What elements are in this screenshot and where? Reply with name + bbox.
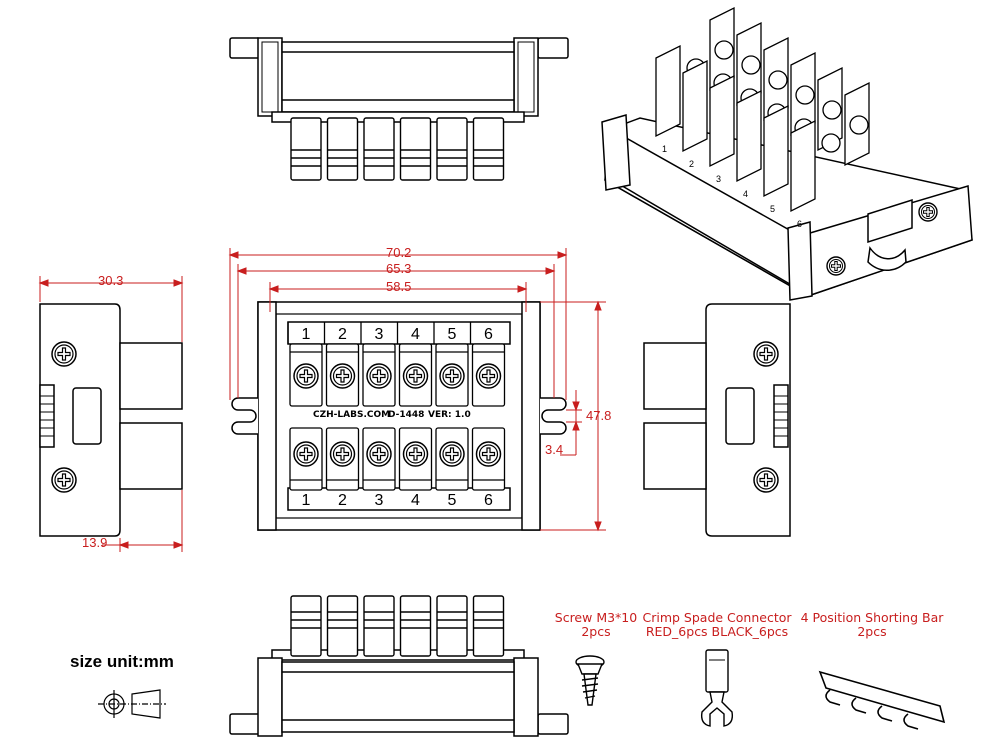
front-terminal: 11 — [287, 322, 323, 509]
isometric-fin: 2 — [682, 21, 762, 169]
shorting-bar-qty: 2pcs — [857, 624, 887, 639]
shorting-bar-name: 4 Position Shorting Bar — [800, 610, 944, 625]
board-version-text: VER: 1.0 — [428, 410, 471, 420]
bottom-fin — [399, 595, 432, 657]
shorting-bar-drawing — [818, 670, 946, 730]
front-top-position-number: 4 — [411, 326, 420, 343]
top-fin — [326, 117, 359, 181]
board-brand-text: CZH-LABS.COM — [313, 410, 391, 420]
front-bottom-position-number: 5 — [448, 492, 457, 509]
projection-symbol — [98, 689, 166, 719]
front-bottom-position-number: 3 — [375, 492, 384, 509]
top-fin — [290, 117, 322, 181]
bottom-fin — [326, 595, 359, 657]
bottom-fin — [436, 595, 468, 657]
unit-note: size unit:mm — [70, 652, 174, 671]
isometric-position-number: 1 — [662, 144, 667, 154]
spade-connector-qty: RED_6pcs BLACK_6pcs — [645, 624, 789, 639]
top-view — [229, 37, 569, 123]
isometric-position-number: 3 — [716, 174, 721, 184]
top-fin — [472, 117, 505, 181]
front-bottom-position-number: 4 — [411, 492, 420, 509]
spade-connector-caption: Crimp Spade Connector RED_6pcs BLACK_6pc… — [632, 611, 802, 639]
front-bottom-position-number: 6 — [484, 492, 493, 509]
dimension-13-9: 13.9 — [82, 535, 108, 550]
dimension-3-4: 3.4 — [545, 442, 564, 457]
dimension-65-3: 65.3 — [386, 261, 412, 276]
screw-caption: Screw M3*10 2pcs — [536, 611, 656, 639]
spade-connector-drawing — [700, 649, 734, 727]
spade-connector-name: Crimp Spade Connector — [642, 610, 792, 625]
front-terminal: 22 — [323, 322, 360, 509]
front-terminal: 44 — [396, 322, 433, 509]
front-top-position-number: 5 — [448, 326, 457, 343]
screw-drawing — [575, 655, 605, 706]
front-bottom-position-number: 2 — [338, 492, 347, 509]
dimension-30-3: 30.3 — [98, 273, 124, 288]
isometric-position-number: 2 — [689, 159, 694, 169]
shorting-bar-caption: 4 Position Shorting Bar 2pcs — [792, 611, 952, 639]
right-side-view — [643, 303, 791, 537]
front-bottom-position-number: 1 — [302, 492, 311, 509]
left-side-view — [39, 303, 183, 537]
top-fin — [399, 117, 432, 181]
isometric-terminal-fins: 1 2 3 4 5 6 — [655, 6, 870, 229]
front-view — [231, 301, 567, 531]
dimension-lines — [38, 248, 606, 552]
top-fin — [363, 117, 395, 181]
front-terminal: 55 — [433, 322, 469, 509]
dimension-70-2: 70.2 — [386, 245, 412, 260]
front-top-position-number: 1 — [302, 326, 311, 343]
bottom-fin — [363, 595, 395, 657]
front-top-position-number: 2 — [338, 326, 347, 343]
dimension-58-5: 58.5 — [386, 279, 412, 294]
dimension-47-8: 47.8 — [586, 408, 612, 423]
screw-qty: 2pcs — [581, 624, 611, 639]
top-fin — [436, 117, 468, 181]
bottom-terminal-fins — [290, 595, 505, 657]
front-terminal: 66 — [469, 322, 506, 509]
front-top-position-number: 3 — [375, 326, 384, 343]
bottom-view — [229, 649, 569, 737]
front-top-position-number: 6 — [484, 326, 493, 343]
top-terminal-fins — [290, 117, 505, 181]
front-terminal: 33 — [360, 322, 396, 509]
isometric-position-number: 4 — [743, 189, 748, 199]
isometric-fin: 6 — [790, 81, 870, 229]
board-model-text: D-1448 — [388, 410, 425, 420]
screw-name: Screw M3*10 — [554, 610, 638, 625]
isometric-position-number: 5 — [770, 204, 775, 214]
bottom-fin — [472, 595, 505, 657]
bottom-fin — [290, 595, 322, 657]
isometric-position-number: 6 — [797, 219, 802, 229]
